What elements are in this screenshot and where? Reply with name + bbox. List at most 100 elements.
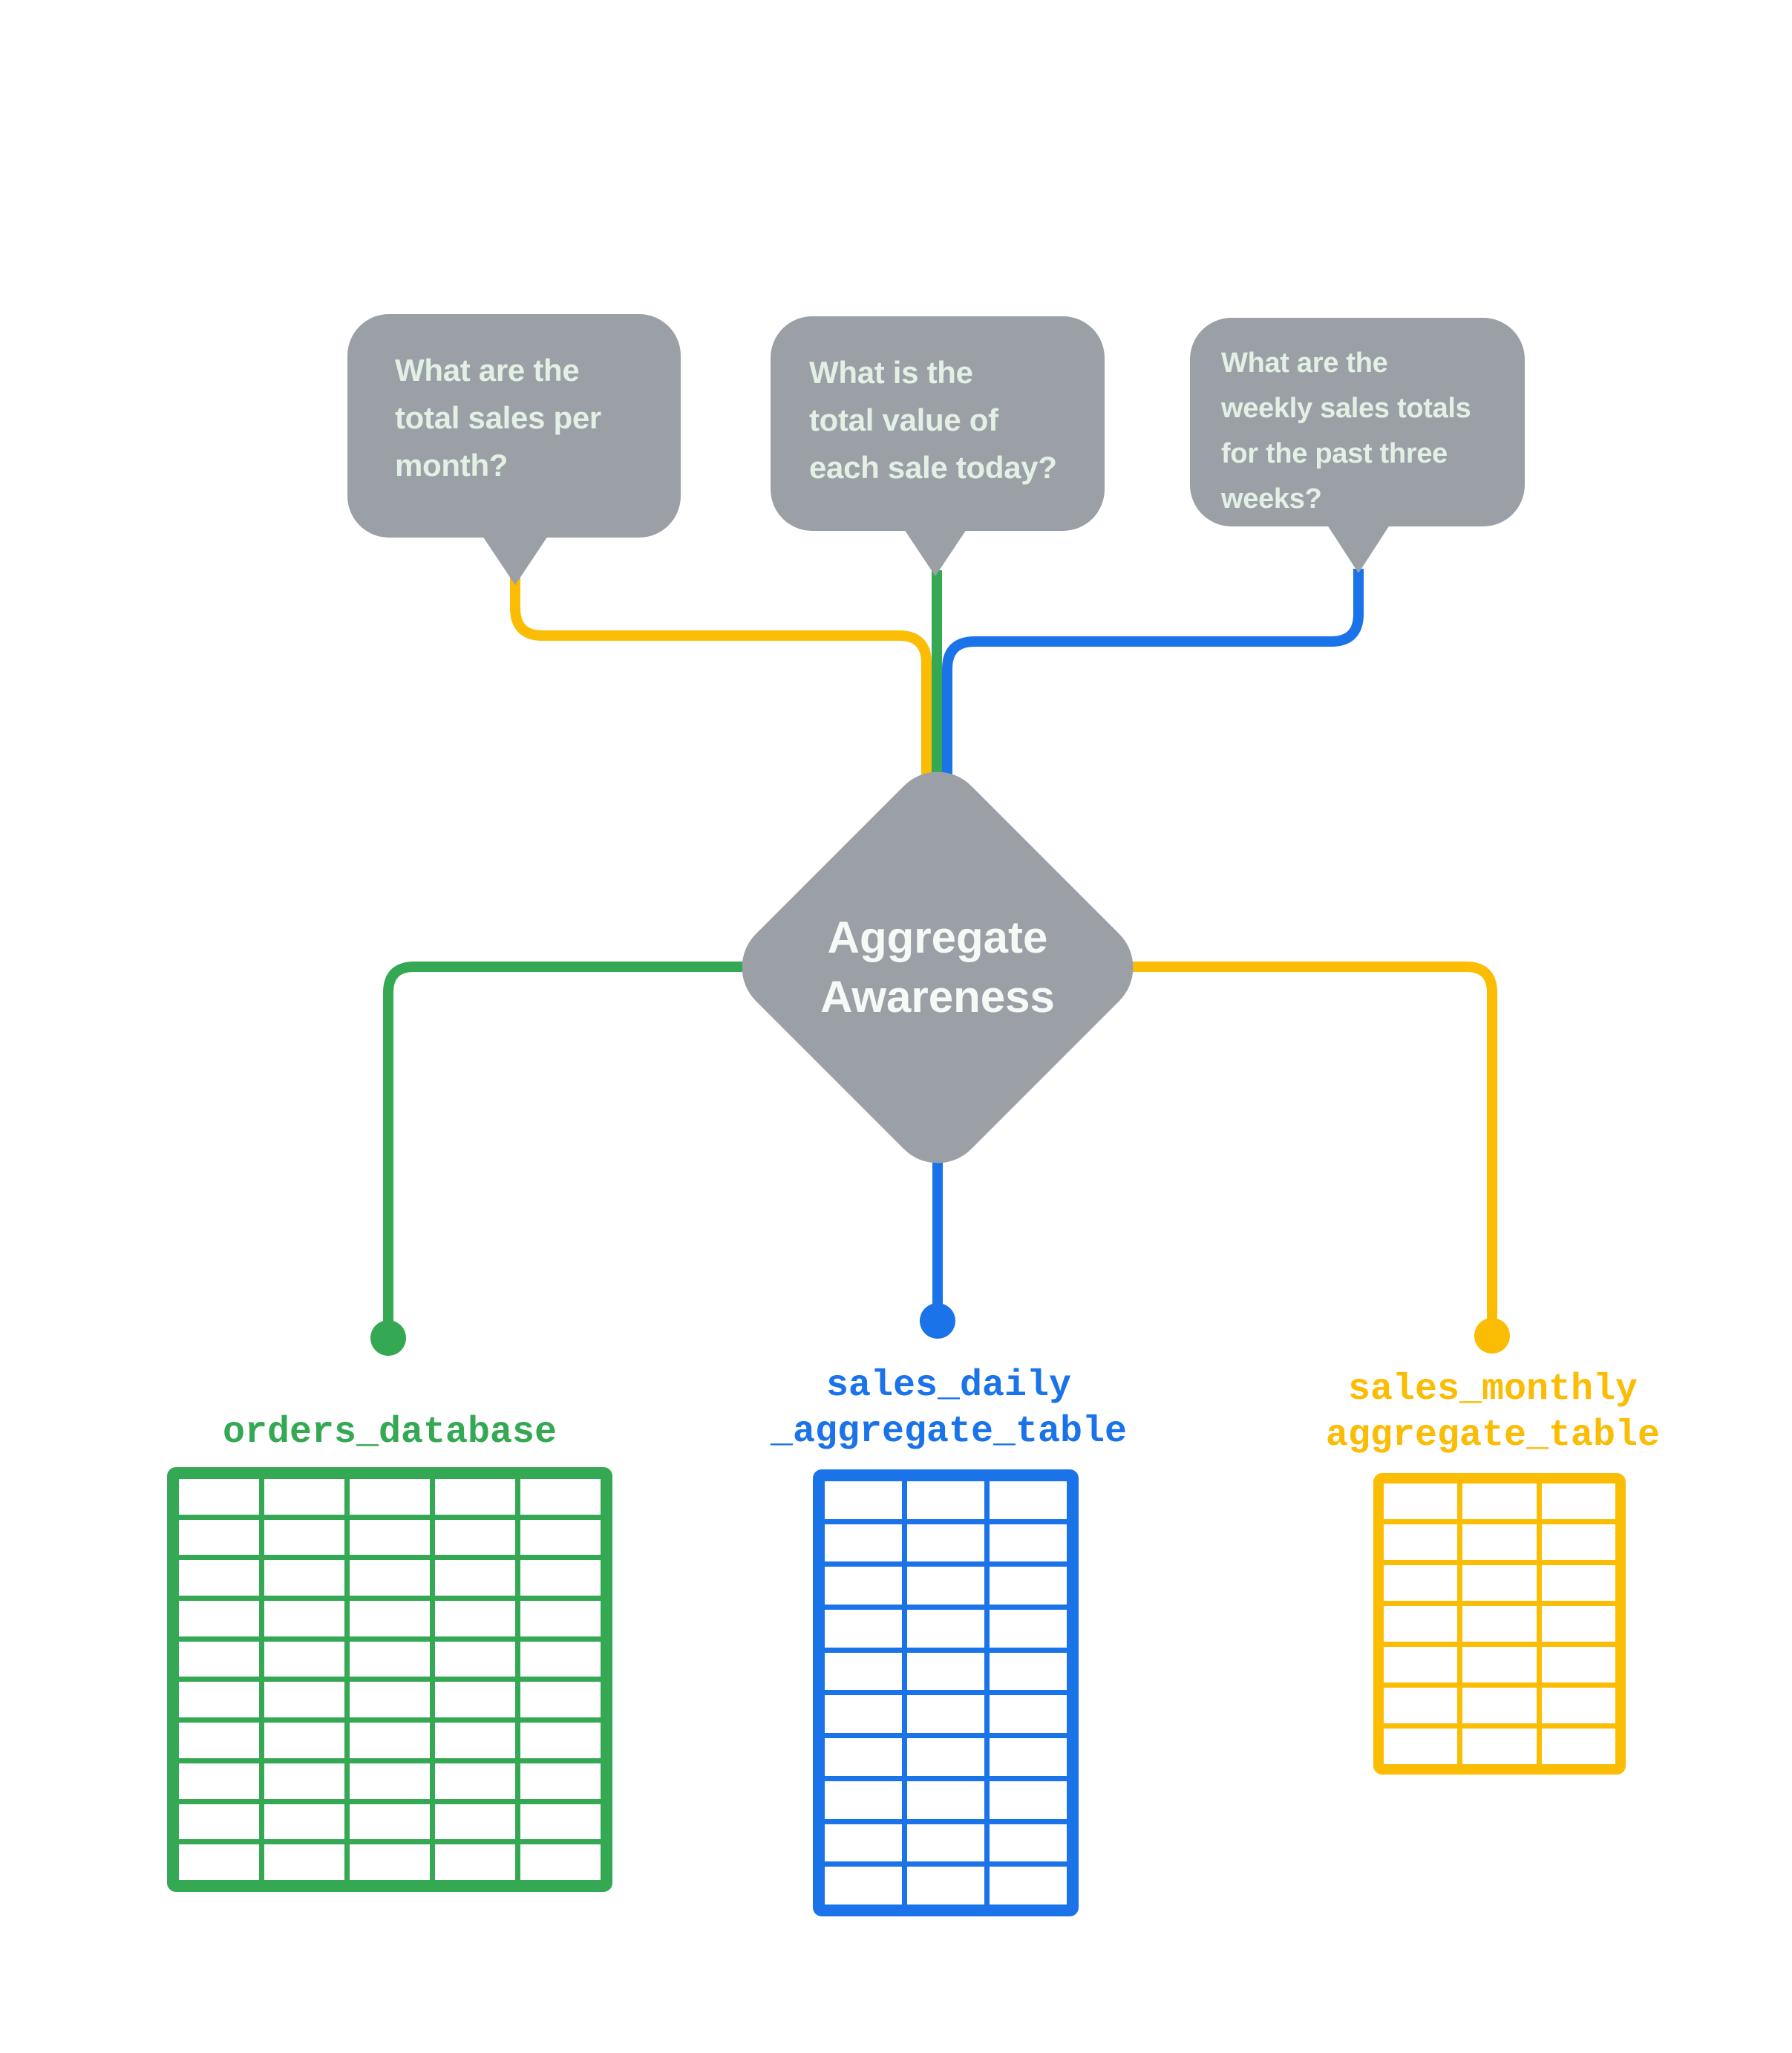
table-cell <box>1541 1688 1615 1723</box>
table-cell <box>435 1763 515 1799</box>
table-cell <box>350 1682 430 1718</box>
table-cell <box>264 1641 344 1677</box>
table-cell <box>1384 1484 1458 1519</box>
table-cell <box>179 1519 259 1556</box>
table-cell <box>179 1844 259 1880</box>
table-cell <box>825 1781 902 1819</box>
table-cell <box>825 1652 902 1691</box>
table-cell <box>990 1524 1067 1562</box>
bubble-tail-daily <box>901 525 969 576</box>
table-cell <box>907 1481 984 1519</box>
bubble-tail-weekly <box>1324 520 1393 573</box>
table-cell <box>990 1738 1067 1776</box>
table-cell <box>264 1723 344 1758</box>
table-cell <box>907 1567 984 1605</box>
table-cell <box>435 1804 515 1840</box>
table-cell <box>264 1763 344 1799</box>
table-cell <box>179 1560 259 1596</box>
table-cell <box>350 1479 430 1515</box>
orders-database-table <box>167 1467 612 1892</box>
table-cell <box>1541 1606 1615 1642</box>
table-cell <box>264 1560 344 1596</box>
table-cell <box>435 1601 515 1636</box>
table-cell <box>1384 1524 1458 1560</box>
table-cell <box>907 1738 984 1776</box>
table-cell <box>435 1560 515 1596</box>
table-cell <box>264 1479 344 1515</box>
table-cell <box>520 1479 601 1515</box>
connector-weekly-question <box>942 569 1364 796</box>
table-cell <box>825 1610 902 1648</box>
speech-bubble-daily-sales-question: What is the total value of each sale tod… <box>771 316 1105 531</box>
table-cell <box>435 1844 515 1880</box>
table-cell <box>990 1481 1067 1519</box>
endpoint-dot-orders-database <box>370 1320 406 1356</box>
table-cell <box>350 1560 430 1596</box>
table-cell <box>1384 1647 1458 1682</box>
table-cell <box>520 1763 601 1799</box>
table-cell <box>179 1682 259 1718</box>
table-cell <box>990 1695 1067 1734</box>
table-cell <box>1541 1524 1615 1560</box>
table-cell <box>179 1804 259 1840</box>
table-cell <box>825 1524 902 1562</box>
table-cell <box>1384 1565 1458 1601</box>
table-cell <box>350 1519 430 1556</box>
connector-orders-database <box>383 962 761 1321</box>
table-cell <box>825 1824 902 1862</box>
table-cell <box>520 1560 601 1596</box>
table-cell <box>1462 1688 1537 1723</box>
table-cell <box>179 1479 259 1515</box>
table-cell <box>907 1610 984 1648</box>
table-cell <box>350 1763 430 1799</box>
table-cell <box>264 1682 344 1718</box>
table-cell <box>350 1601 430 1636</box>
table-cell <box>520 1519 601 1556</box>
table-cell <box>264 1519 344 1556</box>
sales-monthly-aggregate-table <box>1373 1473 1626 1775</box>
table-cell <box>1462 1729 1537 1764</box>
table-cell <box>264 1844 344 1880</box>
table-cell <box>179 1601 259 1636</box>
table-cell <box>350 1804 430 1840</box>
table-cell <box>435 1479 515 1515</box>
table-cell <box>990 1867 1067 1905</box>
table-cell <box>350 1723 430 1758</box>
table-cell <box>435 1641 515 1677</box>
sales-daily-aggregate-table <box>813 1469 1079 1916</box>
aggregate-awareness-label: Aggregate Awareness <box>820 913 1055 1022</box>
orders-database-label: orders_database <box>222 1411 557 1454</box>
table-cell <box>1541 1484 1615 1519</box>
sales-daily-aggregate-table-label: sales_daily _aggregate_table <box>770 1365 1128 1453</box>
table-cell <box>1462 1524 1537 1560</box>
table-cell <box>1541 1565 1615 1601</box>
table-cell <box>520 1723 601 1758</box>
endpoint-dot-monthly-aggregate-table <box>1474 1318 1510 1354</box>
table-cell <box>990 1652 1067 1691</box>
bubble-tail-monthly <box>480 532 551 585</box>
speech-bubble-weekly-sales-question: What are the weekly sales totals for the… <box>1190 318 1525 526</box>
table-cell <box>907 1652 984 1691</box>
table-cell <box>825 1695 902 1734</box>
table-cell <box>520 1844 601 1880</box>
table-cell <box>825 1481 902 1519</box>
endpoint-dot-daily-aggregate-table <box>920 1303 955 1339</box>
table-cell <box>907 1781 984 1819</box>
table-cell <box>520 1804 601 1840</box>
table-cell <box>350 1641 430 1677</box>
table-cell <box>907 1695 984 1734</box>
table-cell <box>990 1567 1067 1605</box>
table-cell <box>264 1804 344 1840</box>
sales-monthly-aggregate-table-label: sales_monthly aggregate_table <box>1325 1368 1661 1457</box>
table-cell <box>1462 1565 1537 1601</box>
table-cell <box>825 1738 902 1776</box>
table-cell <box>990 1610 1067 1648</box>
table-cell <box>179 1763 259 1799</box>
table-cell <box>825 1867 902 1905</box>
table-cell <box>907 1524 984 1562</box>
table-cell <box>435 1519 515 1556</box>
table-cell <box>435 1723 515 1758</box>
table-cell <box>1541 1647 1615 1682</box>
table-cell <box>350 1844 430 1880</box>
